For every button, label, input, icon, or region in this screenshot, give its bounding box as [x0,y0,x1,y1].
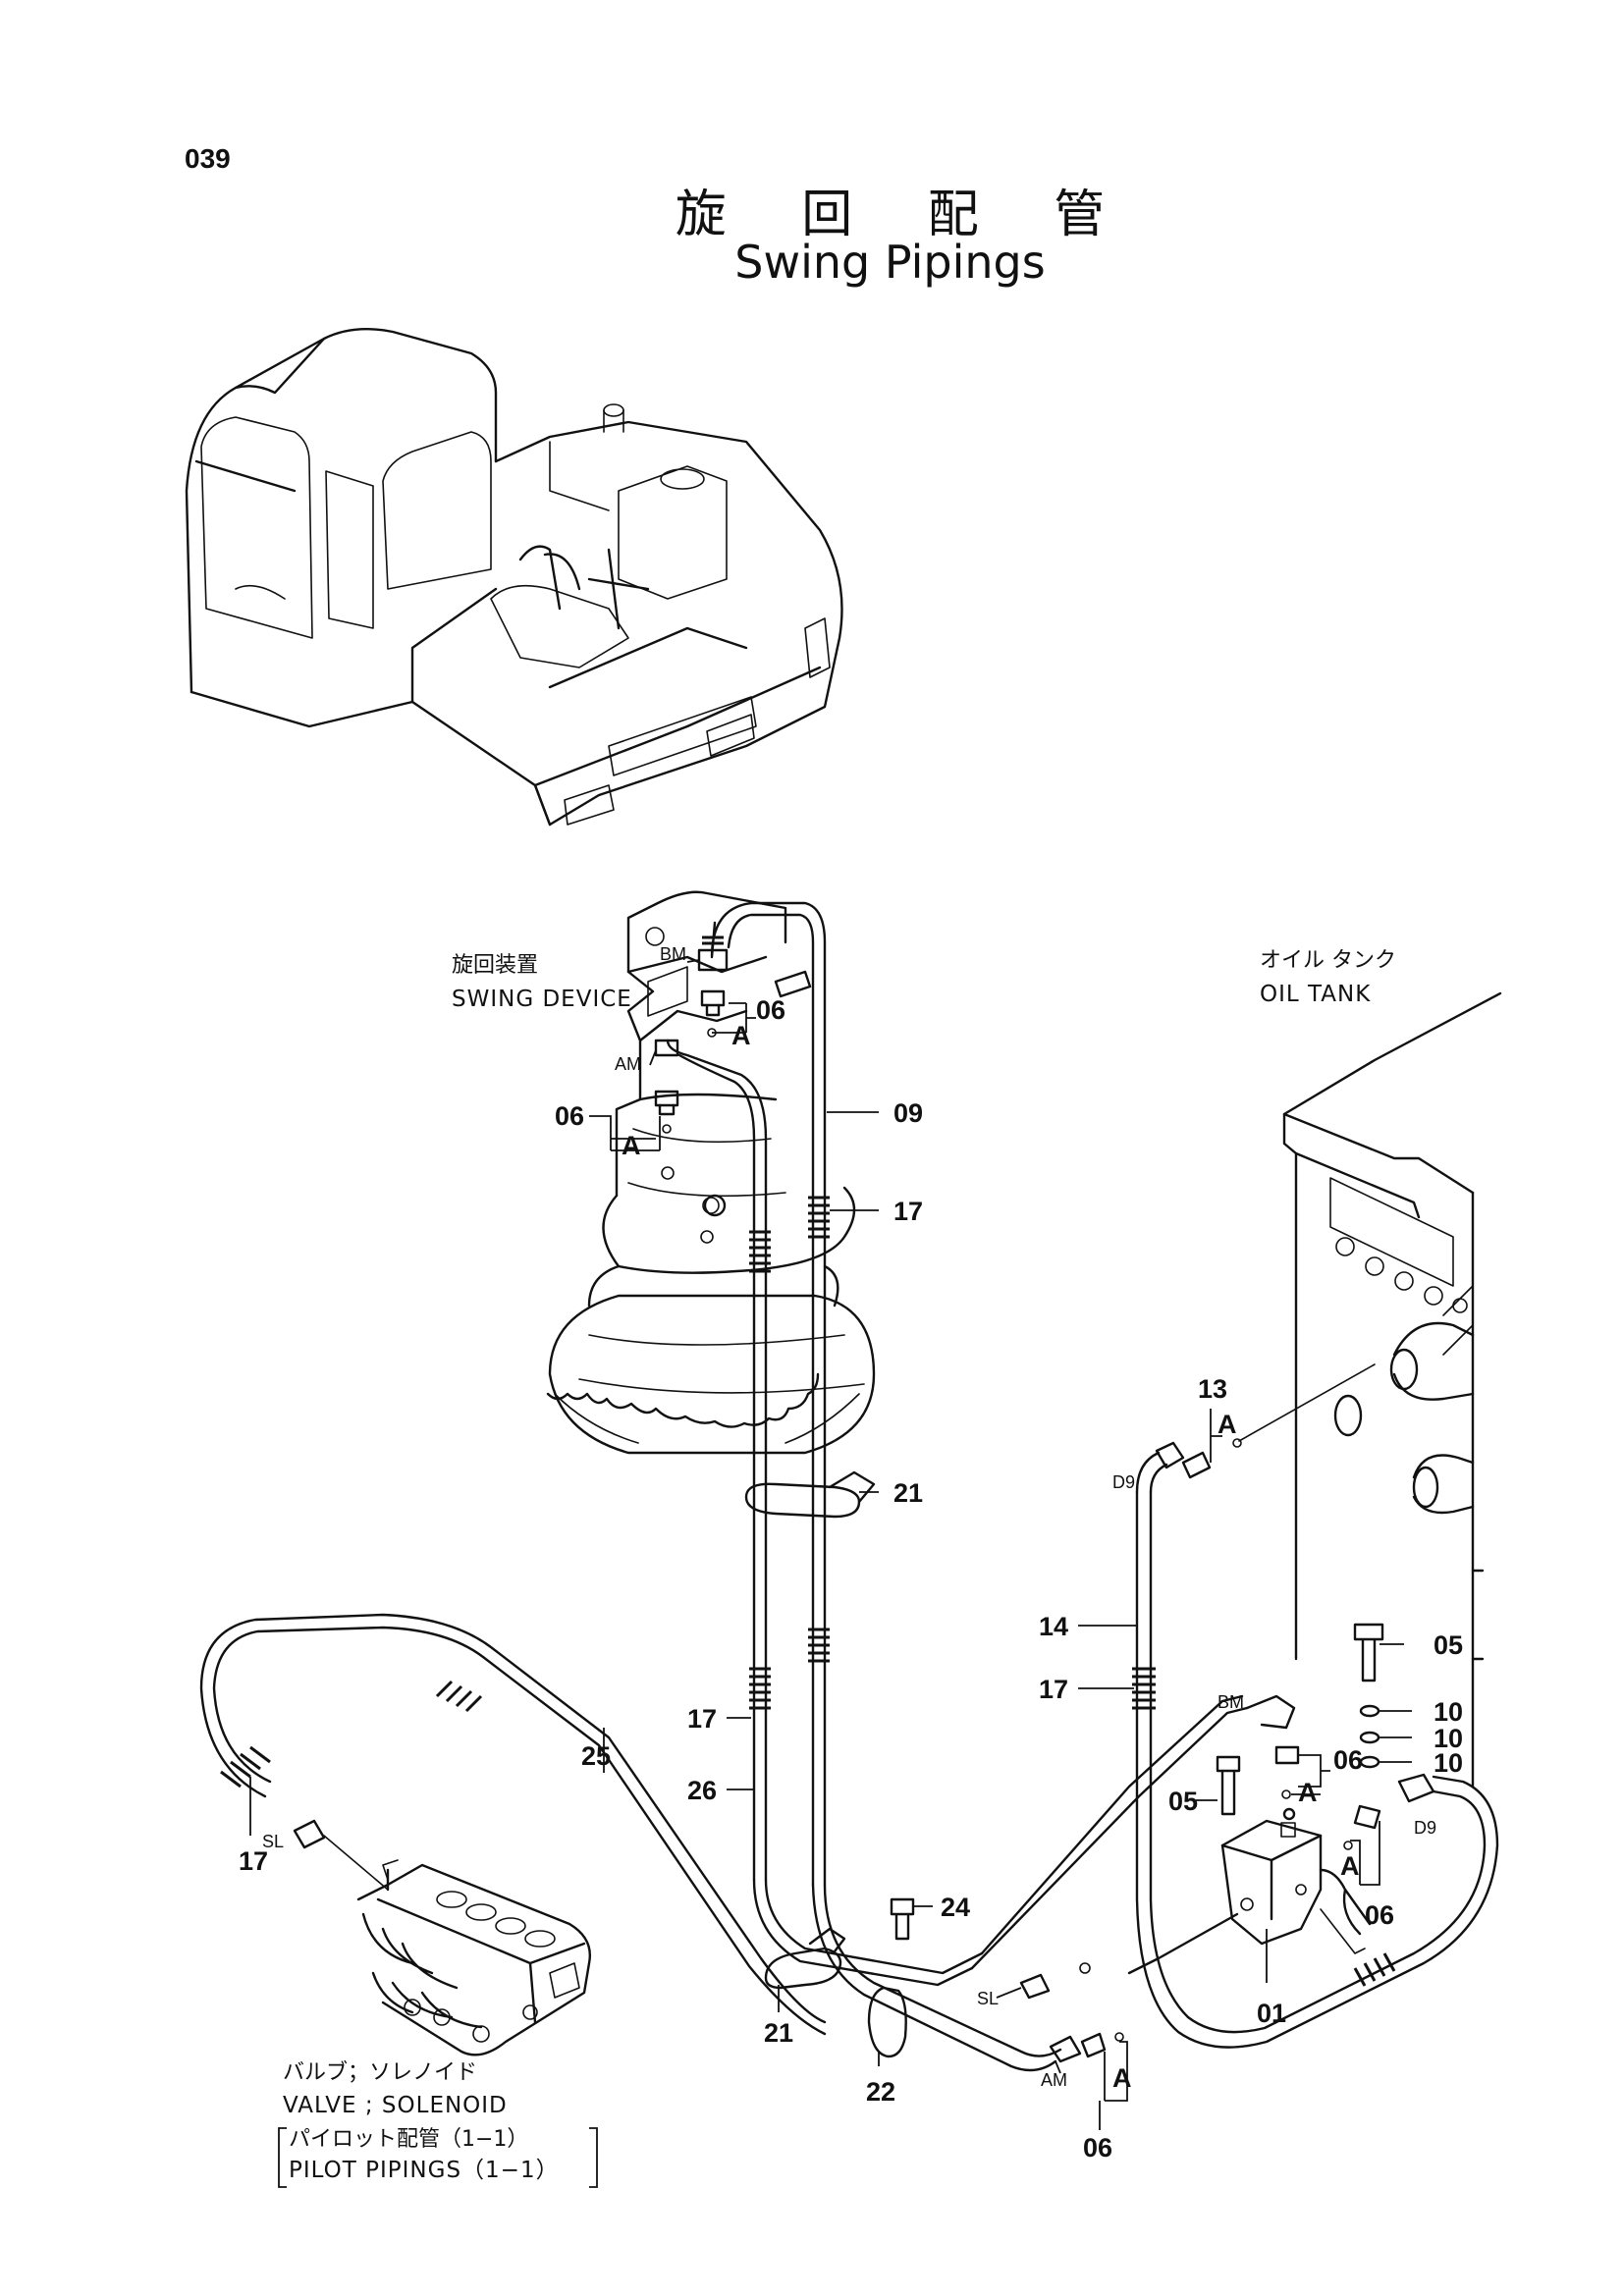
swing-device-en: SWING DEVICE [452,987,632,1012]
callout-26: 26 [687,1776,717,1805]
port-sl-right: SL [977,1989,999,2008]
pilot-jp: パイロット配管（1−1） [289,2127,528,2152]
fittings [293,935,1435,2063]
port-am-top: AM [615,1054,641,1074]
hoses-lower [752,1694,1249,2072]
detail-marker-a-5: A [1340,1851,1360,1881]
clamp-21-upper [744,1470,876,1519]
detail-marker-a-3: A [1217,1410,1237,1439]
callout-24: 24 [941,1893,970,1922]
hose-from-01 [1127,1912,1239,1975]
title-japanese: 旋 回 配 管 [675,186,1135,244]
page-number: 039 [185,143,231,174]
callout-21-upper: 21 [893,1478,923,1508]
port-am-bottom: AM [1041,2070,1067,2090]
callout-05-left: 05 [1168,1787,1198,1816]
swing-device-jp: 旋回装置 [452,953,538,978]
port-d9-right: D9 [1414,1818,1436,1838]
callout-25: 25 [581,1741,611,1771]
detail-marker-a-4: A [1298,1778,1318,1807]
detail-marker-a-2: A [622,1131,641,1160]
callout-06-right: 06 [1365,1900,1394,1930]
hose-14 [1135,1451,1499,2049]
detail-marker-a-6: A [1112,2063,1132,2093]
port-bm-right: BM [1217,1692,1244,1712]
solenoid-valve-illustration [356,1859,591,2056]
pilot-en: PILOT PIPINGS（1−1） [289,2158,560,2183]
callout-21-lower: 21 [764,2018,793,2048]
shuttle-valve-illustration [1220,1807,1372,1954]
hose-bands [220,1196,1396,1987]
oil-tank-en: OIL TANK [1260,982,1371,1007]
callout-17-right: 17 [1039,1675,1068,1704]
port-sl-left: SL [262,1832,284,1851]
callout-17-lower: 17 [687,1704,717,1734]
callout-10-b: 10 [1434,1724,1463,1753]
component-labels: 旋回装置 SWING DEVICE オイル タンク OIL TANK バルブ；ソ… [278,948,1396,2188]
detail-markers: A A A A A A [622,1021,1360,2093]
callout-labels: 06 06 09 17 21 13 14 17 05 10 10 10 06 0… [239,995,1463,2163]
clamp-22 [867,1986,907,2058]
callout-06-left: 06 [555,1101,584,1131]
valve-en: VALVE ; SOLENOID [283,2093,508,2118]
oil-tank-illustration [1282,991,1502,1789]
callout-06-top: 06 [756,995,785,1025]
hose-25 [199,1613,827,2036]
callout-09: 09 [893,1098,923,1128]
port-bm-top: BM [660,944,686,964]
oil-tank-jp: オイル タンク [1260,948,1396,973]
excavator-overview-illustration [185,328,843,827]
hose-26 [666,1039,768,1882]
callout-14: 14 [1039,1612,1068,1641]
callout-10-c: 10 [1434,1748,1463,1778]
callout-22: 22 [866,2077,895,2107]
title-english: Swing Pipings [734,236,1046,289]
callout-17-left: 17 [239,1846,268,1876]
leaders [249,959,1412,2130]
valve-jp: バルブ；ソレノイド [283,2060,477,2085]
callout-06-middle: 06 [1333,1745,1363,1775]
callout-05-right: 05 [1434,1630,1463,1660]
callout-10-a: 10 [1434,1697,1463,1727]
port-d9-left: D9 [1112,1472,1135,1492]
detail-marker-a-1: A [731,1021,751,1050]
callout-01: 01 [1257,1999,1286,2028]
clamp-21-lower [764,1927,846,1990]
callout-13: 13 [1198,1374,1227,1404]
port-labels: BM AM D9 BM D9 SL SL AM [262,944,1436,2090]
callout-06-bottom: 06 [1083,2133,1112,2163]
callout-17-upper: 17 [893,1197,923,1226]
